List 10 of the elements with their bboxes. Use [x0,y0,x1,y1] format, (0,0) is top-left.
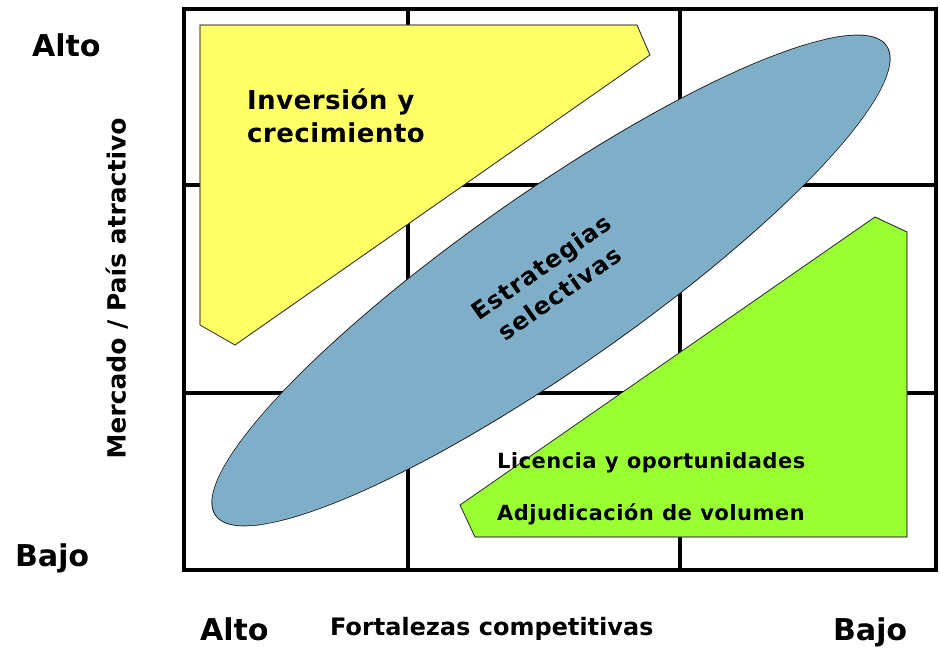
axis-level-label: Bajo [15,538,90,576]
axis-title: Fortalezas competitivas [330,612,654,642]
axis-level-label: Bajo [833,612,908,650]
axis-level-label: Alto [200,612,268,650]
axis-level-label: Alto [32,28,100,66]
strategy-region [459,215,909,539]
axis-title: Mercado / País atractivo [101,118,132,458]
region-label: Adjudicación de volumen [497,500,806,526]
strategy-region [200,25,652,347]
region-label: Inversión y crecimiento [247,85,426,150]
